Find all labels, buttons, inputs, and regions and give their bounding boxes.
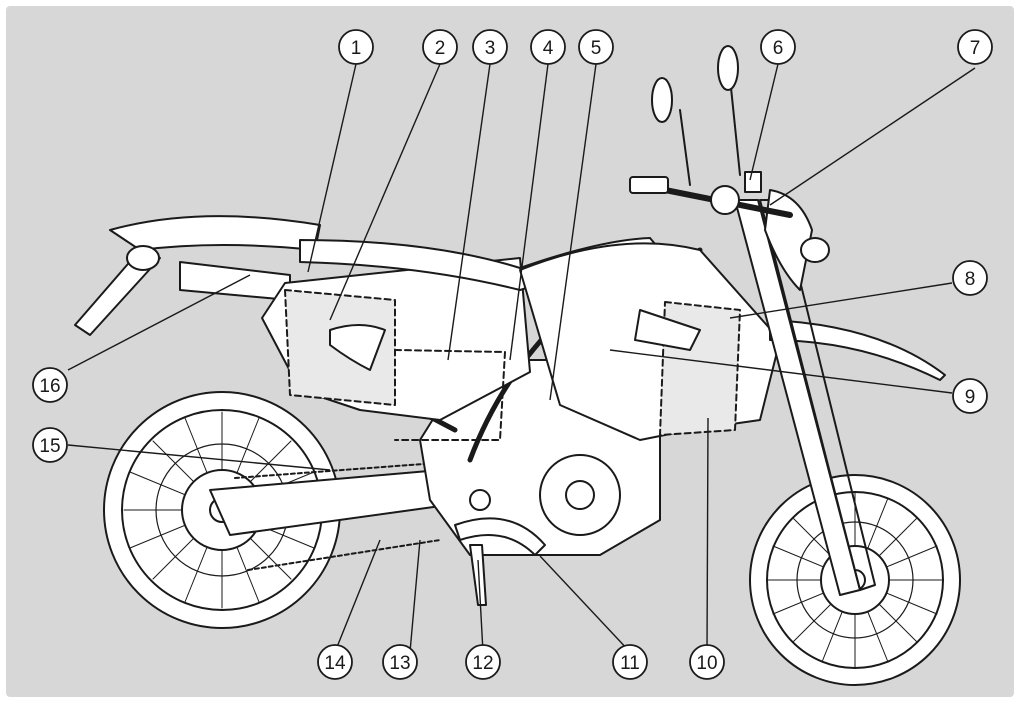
left-grip	[629, 176, 669, 194]
callout-5: 5	[578, 29, 614, 65]
callout-2-label: 2	[435, 38, 446, 59]
callout-14: 14	[317, 644, 353, 680]
right-switch	[710, 185, 740, 215]
callout-5-label: 5	[591, 38, 602, 59]
callout-6: 6	[760, 29, 796, 65]
callout-10: 10	[689, 644, 725, 680]
side-stand	[469, 544, 487, 606]
callout-4-label: 4	[543, 38, 554, 59]
callout-7-label: 7	[970, 38, 981, 59]
callouts: 1 2 3 4 5 6 7 8	[32, 29, 993, 680]
callout-9-label: 9	[965, 387, 976, 408]
drive-chain	[234, 461, 451, 571]
callout-1: 1	[338, 29, 374, 65]
mirrors	[651, 45, 741, 186]
leader-lines	[67, 63, 976, 653]
footpeg-lever	[454, 517, 546, 556]
callout-4: 4	[530, 29, 566, 65]
callout-15-label: 15	[39, 436, 60, 457]
callout-1-label: 1	[351, 38, 362, 59]
callout-6-label: 6	[773, 38, 784, 59]
callout-12: 12	[465, 644, 501, 680]
callout-13-label: 13	[389, 653, 410, 674]
callout-3: 3	[472, 29, 508, 65]
rear-indicator	[126, 245, 160, 271]
callout-7: 7	[957, 29, 993, 65]
callout-16: 16	[32, 367, 68, 403]
callout-9: 9	[952, 378, 988, 414]
callout-8-label: 8	[965, 269, 976, 290]
callout-15: 15	[32, 427, 68, 463]
clutch-cover	[539, 454, 621, 536]
front-indicator	[800, 237, 830, 263]
callout-2: 2	[422, 29, 458, 65]
callout-11-label: 11	[620, 653, 640, 674]
callout-11: 11	[612, 644, 648, 680]
callout-13: 13	[382, 644, 418, 680]
callout-12-label: 12	[472, 653, 493, 674]
callout-3-label: 3	[485, 38, 496, 59]
callout-10-label: 10	[696, 653, 717, 674]
callout-16-label: 16	[39, 376, 60, 397]
callout-8: 8	[952, 260, 988, 296]
rear-fender	[109, 215, 321, 251]
callout-14-label: 14	[324, 653, 346, 674]
motorcycle-illustration	[74, 45, 961, 686]
